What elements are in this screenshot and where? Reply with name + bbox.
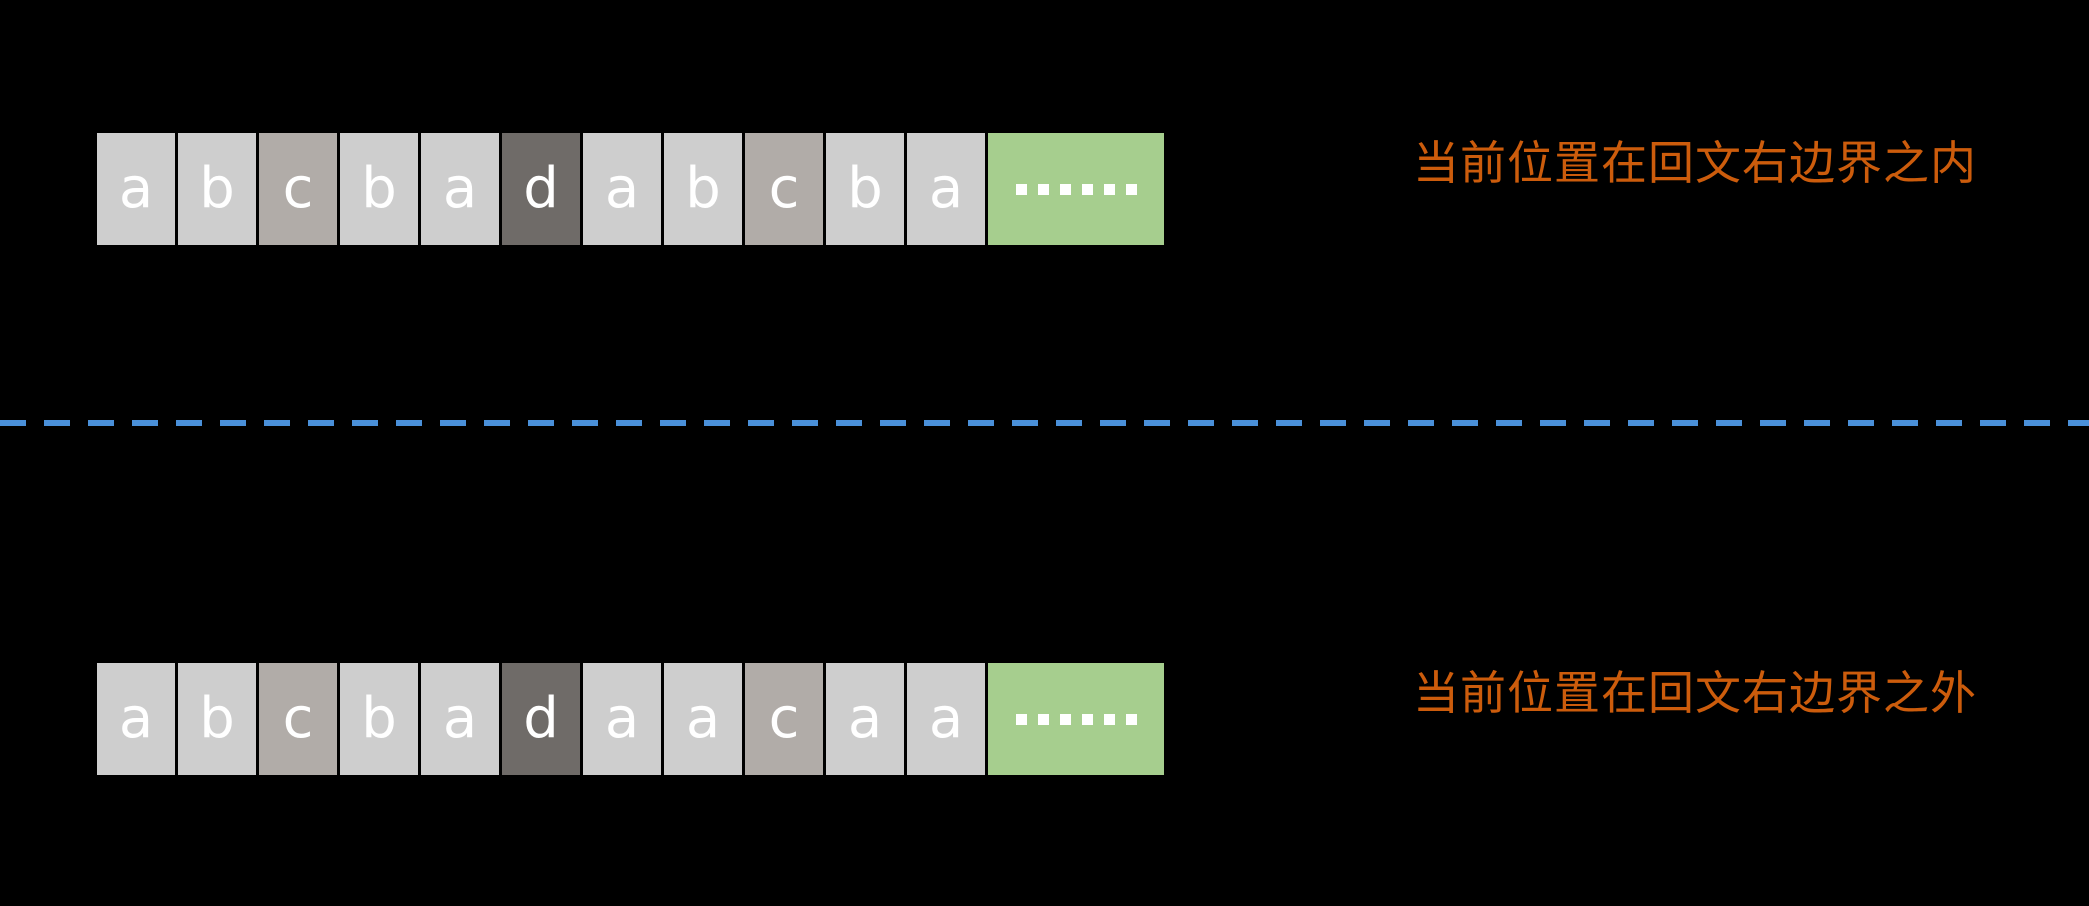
char-cell: a: [583, 663, 661, 775]
char-cell: b: [178, 133, 256, 245]
section-divider: [0, 420, 2089, 426]
caption-bottom: 当前位置在回文右边界之外: [1413, 666, 1977, 720]
char-cell: b: [826, 133, 904, 245]
char-cell: a: [97, 133, 175, 245]
continuation-cell: [988, 133, 1164, 245]
char-cell: a: [583, 133, 661, 245]
continuation-cell: [988, 663, 1164, 775]
char-cell: a: [826, 663, 904, 775]
ellipsis-icon: [1015, 713, 1137, 725]
char-cell: a: [421, 663, 499, 775]
char-cell: c: [745, 133, 823, 245]
char-cell: a: [664, 663, 742, 775]
char-cell: a: [421, 133, 499, 245]
char-cell: c: [745, 663, 823, 775]
char-cell: c: [259, 663, 337, 775]
char-cell: a: [907, 663, 985, 775]
char-cell: c: [259, 133, 337, 245]
char-cell: b: [340, 663, 418, 775]
char-cell: d: [502, 663, 580, 775]
char-cell: a: [97, 663, 175, 775]
char-cell: b: [178, 663, 256, 775]
ellipsis-icon: [1015, 183, 1137, 195]
char-cell: d: [502, 133, 580, 245]
char-cell: b: [664, 133, 742, 245]
caption-top: 当前位置在回文右边界之内: [1413, 136, 1977, 190]
char-cell: a: [907, 133, 985, 245]
char-cell: b: [340, 133, 418, 245]
